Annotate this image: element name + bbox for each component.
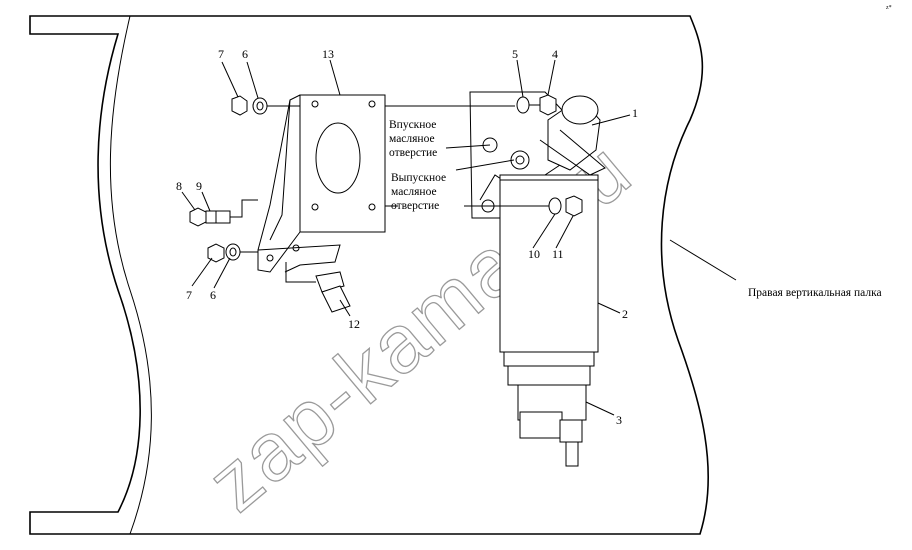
nut-7-bottom [207,243,225,263]
corner-mark: z* [886,5,892,11]
svg-text:Выпускное: Выпускное [391,172,446,184]
nut-7-top [231,95,248,116]
callout-9: 9 [196,179,202,193]
callout-10: 10 [528,247,540,261]
bushing-9 [205,210,231,224]
callout-2: 2 [622,307,628,321]
washer-10 [548,197,562,215]
leader-lower-bolt [230,199,258,218]
svg-text:масляное: масляное [391,186,437,198]
callout-4: 4 [552,47,558,61]
nut-11 [565,195,583,217]
washer-5 [516,96,530,114]
callout-7-top: 7 [218,47,224,61]
svg-text:Впускное: Впускное [389,119,436,131]
leader-bolt-12 [285,262,316,283]
callout-7-bottom: 7 [186,288,192,302]
svg-text:масляное: масляное [389,133,435,145]
callout-3: 3 [616,413,622,427]
svg-text:отверстие: отверстие [391,200,439,212]
callout-1: 1 [632,106,638,120]
callout-leaders [181,59,737,416]
leader-top-bolt [267,95,301,107]
washer-6-top [252,97,268,115]
callout-12: 12 [348,317,360,331]
filter-element-2 [499,174,599,386]
nut-8 [189,207,207,227]
bolt-12 [315,271,351,313]
frame-rail [29,15,709,535]
hand-pump-1 [539,95,606,176]
sensor-3 [517,384,587,467]
svg-text:отверстие: отверстие [389,147,437,159]
callout-6-bottom: 6 [210,288,216,302]
nut-4 [539,94,557,116]
callout-5: 5 [512,47,518,61]
label-inlet-oil-hole: Впускное масляное отверстие [389,119,437,159]
callout-11: 11 [552,247,564,261]
label-right-rail: Правая вертикальная палка [748,287,882,299]
callout-13: 13 [322,47,334,61]
label-outlet-oil-hole: Выпускное масляное отверстие [391,172,446,212]
callout-6-top: 6 [242,47,248,61]
washer-6-bottom [225,243,241,261]
callout-8: 8 [176,179,182,193]
bracket-13 [257,94,386,273]
